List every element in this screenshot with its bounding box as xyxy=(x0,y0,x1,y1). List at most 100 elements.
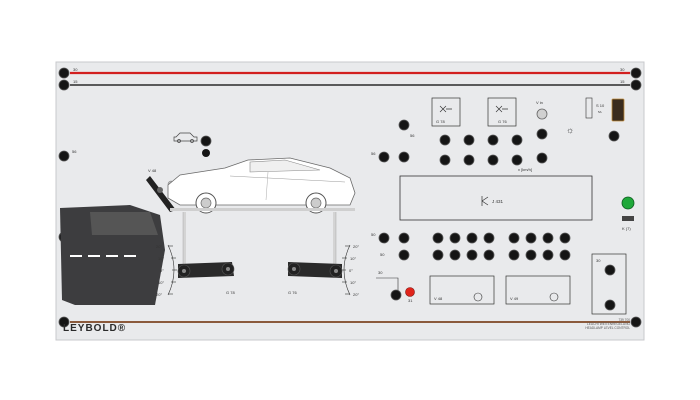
label-g78-sensor: G 78 xyxy=(226,290,235,295)
label-50-mid: 50 xyxy=(371,232,376,237)
socket-low-2[interactable] xyxy=(449,232,461,244)
label-g78-box: G 78 xyxy=(436,119,445,124)
socket-56-b[interactable] xyxy=(398,151,410,163)
brand-logo: LEYBOLD® xyxy=(63,323,127,334)
socket-56-a[interactable] xyxy=(398,119,410,131)
socket-low-8[interactable] xyxy=(559,232,571,244)
socket-low-14[interactable] xyxy=(525,249,537,261)
socket-30-box-top[interactable] xyxy=(604,264,616,276)
socket-low-7[interactable] xyxy=(542,232,554,244)
socket-30-switch[interactable] xyxy=(390,289,402,301)
terminal-30-box xyxy=(591,253,627,315)
fuse-holder[interactable] xyxy=(611,98,625,122)
g78-box: G 78 xyxy=(431,97,461,127)
v48-motor-box xyxy=(429,275,495,305)
socket-low-16[interactable] xyxy=(559,249,571,261)
socket-g76-2[interactable] xyxy=(511,134,523,146)
scale-left-tick-4: 20° xyxy=(156,292,162,297)
scale-right-tick-0: 20° xyxy=(353,244,359,249)
scale-right-tick-1: 10° xyxy=(350,256,356,261)
sensor-sockets-row xyxy=(439,134,523,166)
v48-propeller-icon xyxy=(146,176,176,212)
label-50-button: 31 xyxy=(408,298,413,303)
label-g76-box: G 76 xyxy=(498,119,507,124)
sensor-arm-g76[interactable] xyxy=(287,262,343,278)
socket-low-1[interactable] xyxy=(432,232,444,244)
rail-label-30-left: 30 xyxy=(73,67,78,72)
socket-g76-4[interactable] xyxy=(511,154,523,166)
socket-low-6[interactable] xyxy=(525,232,537,244)
socket-15-right[interactable] xyxy=(630,79,642,91)
scale-left: 20° 10° 0° 10° 20° xyxy=(156,244,177,297)
v48-hub xyxy=(157,187,163,193)
rail-label-15-right: 15 xyxy=(620,79,625,84)
socket-low-15[interactable] xyxy=(542,249,554,261)
socket-fuse[interactable] xyxy=(608,130,620,142)
socket-56-mid[interactable] xyxy=(378,151,390,163)
label-56-left: 56 xyxy=(72,149,77,154)
rail-sockets xyxy=(58,67,642,328)
socket-low-11[interactable] xyxy=(466,249,478,261)
car-small-icon xyxy=(173,132,198,143)
socket-g78-2[interactable] xyxy=(463,134,475,146)
k7-green-socket[interactable] xyxy=(621,196,635,210)
sensor-arm-g78[interactable] xyxy=(177,262,235,278)
socket-low-9[interactable] xyxy=(432,249,444,261)
rail-label-15-left: 15 xyxy=(73,79,78,84)
scale-left-tick-1: 10° xyxy=(158,256,164,261)
scale-left-tick-3: 10° xyxy=(158,280,164,285)
scale-right-tick-4: 20° xyxy=(353,292,359,297)
socket-low-13[interactable] xyxy=(508,249,520,261)
socket-50-mid[interactable] xyxy=(378,232,390,244)
socket-car-lower[interactable] xyxy=(202,149,210,157)
label-30-box: 30 xyxy=(596,258,601,263)
socket-car-top[interactable] xyxy=(200,135,212,147)
caption-line-1: 739 700 xyxy=(618,318,630,322)
socket-50-a[interactable] xyxy=(398,232,410,244)
label-j431: J 431 xyxy=(492,199,504,204)
label-speed: v [km/h] xyxy=(518,167,532,172)
label-s10: S 10 xyxy=(596,103,605,108)
socket-v-in[interactable] xyxy=(536,128,548,140)
v48-motor-icon xyxy=(473,292,483,302)
caption-line-3: HEADLAMP LEVEL CONTROL xyxy=(585,326,630,330)
socket-left-56[interactable] xyxy=(58,150,70,162)
socket-g78-4[interactable] xyxy=(463,154,475,166)
j431-control-unit xyxy=(399,175,593,221)
red-push-button[interactable] xyxy=(405,287,415,297)
socket-30-left[interactable] xyxy=(58,67,70,79)
label-30-bottom: 30 xyxy=(378,270,383,275)
socket-low-12[interactable] xyxy=(483,249,495,261)
label-50-right: 50 xyxy=(380,252,385,257)
socket-low-10[interactable] xyxy=(449,249,461,261)
rail-label-30-right: 30 xyxy=(620,67,625,72)
socket-31-left[interactable] xyxy=(58,316,70,328)
socket-30-box-bottom[interactable] xyxy=(604,299,616,311)
label-g76-sensor: G 76 xyxy=(288,290,297,295)
panel-caption: 739 700 LEUCHTWEITENREGELUNG HEADLAMP LE… xyxy=(550,318,630,330)
switch-30-wire xyxy=(376,277,399,292)
socket-g76-3[interactable] xyxy=(487,154,499,166)
scale-left-tick-0: 20° xyxy=(156,244,162,249)
socket-low-4[interactable] xyxy=(483,232,495,244)
socket-g78-3[interactable] xyxy=(439,154,451,166)
socket-30-right[interactable] xyxy=(630,67,642,79)
label-56-right: 56 xyxy=(410,133,415,138)
socket-low-3[interactable] xyxy=(466,232,478,244)
label-k7: K (7) xyxy=(622,226,631,231)
j431-transistor-icon xyxy=(481,196,489,206)
speed-knob[interactable] xyxy=(536,152,548,164)
v49-motor-box xyxy=(505,275,571,305)
socket-g76-1[interactable] xyxy=(487,134,499,146)
v-in-knob[interactable] xyxy=(536,108,548,120)
socket-15-left[interactable] xyxy=(58,79,70,91)
tilt-platform xyxy=(170,208,355,268)
socket-low-5[interactable] xyxy=(508,232,520,244)
socket-50-b[interactable] xyxy=(398,249,410,261)
k7-indicator xyxy=(622,216,634,221)
socket-g78-1[interactable] xyxy=(439,134,451,146)
scale-right: 20° 10° 0° 10° 20° xyxy=(341,244,359,297)
socket-31-right[interactable] xyxy=(630,316,642,328)
scale-left-tick-2: 0° xyxy=(160,268,164,273)
